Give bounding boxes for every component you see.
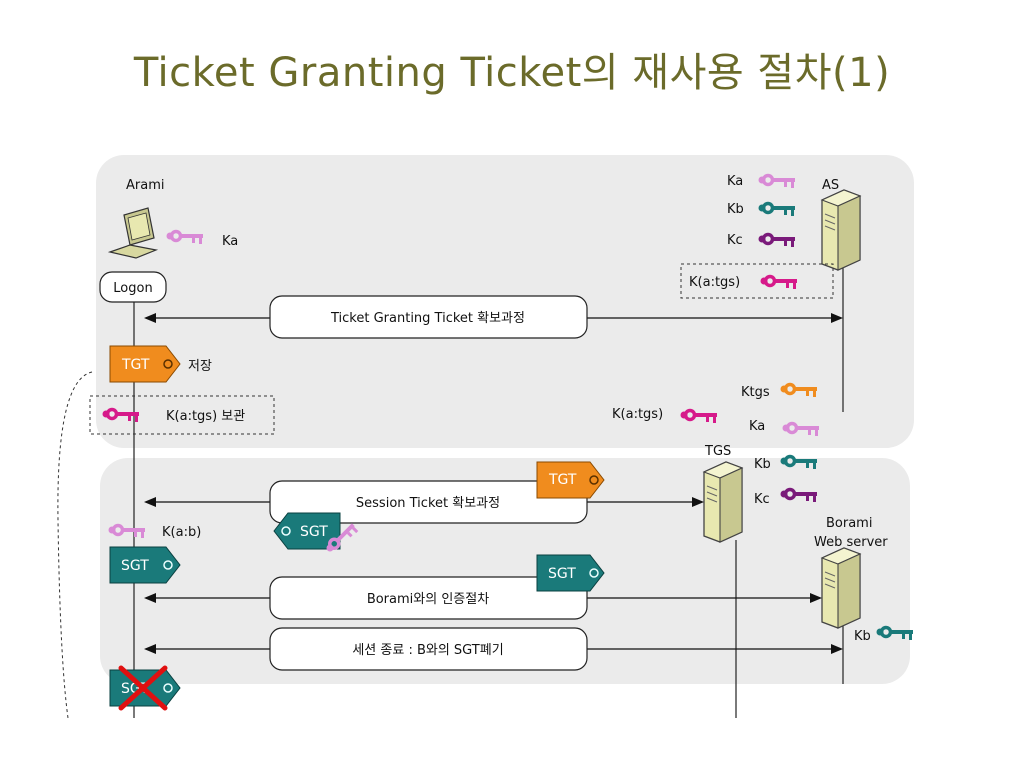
- tgs-key-kb-label: Kb: [754, 457, 771, 472]
- tgs-label: TGS: [704, 444, 731, 459]
- client-kab-label: K(a:b): [162, 525, 201, 540]
- as-key-kb-label: Kb: [727, 202, 744, 217]
- client-sgt-tag: SGT: [109, 546, 181, 584]
- reuse-curve: [57, 371, 93, 719]
- client-katgs-box: [89, 395, 275, 435]
- end-session-box: 세션 종료 : B와의 SGT폐기: [269, 627, 588, 671]
- as-katgs-box: [680, 263, 834, 299]
- end-session-label: 세션 종료 : B와의 SGT폐기: [352, 643, 503, 658]
- sgt-sent-tag: SGT: [536, 554, 605, 592]
- borami-label-line2: Web server: [814, 535, 888, 550]
- tgt-sent-tag: TGT: [536, 461, 605, 499]
- tgs-key-ka-label: Ka: [749, 419, 765, 434]
- session-ticket-box: Session Ticket 확보과정: [269, 480, 588, 524]
- tgs-server-icon: [703, 461, 743, 543]
- as-key-ka-label: Ka: [727, 174, 743, 189]
- logon-label: Logon: [113, 281, 152, 296]
- client-tgt-tag: TGT: [109, 345, 181, 383]
- borami-server-icon: [821, 547, 861, 629]
- auth-label: Borami와의 인증절차: [367, 592, 489, 607]
- tgs-key-kc-label: Kc: [754, 492, 770, 507]
- tgt-sent-label: TGT: [548, 472, 577, 488]
- tgs-key-ktgs-label: Ktgs: [741, 385, 770, 400]
- sgt-returned-label: SGT: [300, 524, 328, 540]
- arami-label: Arami: [126, 178, 164, 193]
- borami-kb-label: Kb: [854, 629, 871, 644]
- as-katgs-label: K(a:tgs): [689, 275, 740, 290]
- client-katgs-label: K(a:tgs) 보관: [166, 409, 245, 424]
- tgt-store-label: 저장: [188, 359, 212, 374]
- laptop-icon: [107, 207, 159, 259]
- sgt-returned-tag: SGT: [273, 512, 341, 550]
- discard-cross-icon: [118, 665, 168, 711]
- auth-box: Borami와의 인증절차: [269, 576, 588, 620]
- tgs-katgs-label: K(a:tgs): [612, 407, 663, 422]
- arami-ka-label: Ka: [222, 234, 238, 249]
- client-sgt-label: SGT: [121, 558, 149, 574]
- as-key-kc-label: Kc: [727, 233, 743, 248]
- tgt-acquire-box: Ticket Granting Ticket 확보과정: [269, 295, 588, 339]
- sgt-sent-label: SGT: [548, 566, 576, 582]
- as-label: AS: [822, 178, 839, 193]
- borami-label-line1: Borami: [826, 516, 872, 531]
- session-ticket-label: Session Ticket 확보과정: [356, 496, 500, 511]
- logon-box[interactable]: Logon: [99, 271, 167, 303]
- as-server-icon: [821, 189, 861, 271]
- client-tgt-label: TGT: [121, 357, 150, 373]
- tgt-acquire-label: Ticket Granting Ticket 확보과정: [330, 311, 525, 326]
- slide-title: Ticket Granting Ticket의 재사용 절차(1): [133, 50, 891, 96]
